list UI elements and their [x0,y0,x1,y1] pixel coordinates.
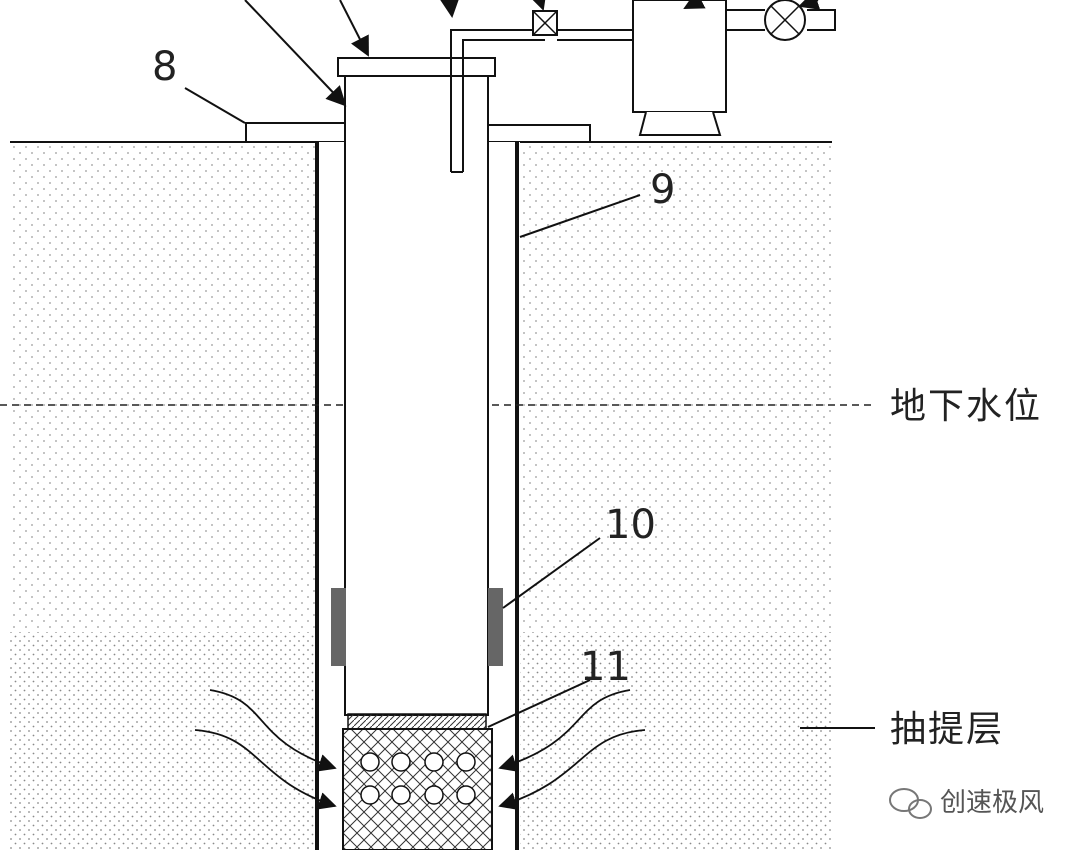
lower-soil-right [520,632,832,850]
watermark: 创速极风 [889,788,1044,819]
pump-tank [632,0,836,136]
leader-lines [184,0,875,729]
screen-perforations [360,752,476,805]
label-9: 9 [650,167,675,213]
inflow-arrows [194,689,646,810]
lower-soil-left [10,632,315,850]
label-10: 10 [605,502,656,548]
upper-soil-left [10,142,315,632]
extraction-layer-label: 抽提层 [890,709,1004,750]
filter-screen [342,713,493,850]
upper-soil-right [520,142,832,632]
groundwater-level-label: 地下水位 [890,386,1042,427]
packer-seal [331,588,503,666]
surface-pad [245,122,591,143]
label-11: 11 [580,644,631,690]
watermark-text: 创速极风 [940,788,1044,818]
soil-layers [10,142,832,850]
valve-icon [532,10,558,36]
extraction-pipe [450,29,635,173]
exhaust-valve-icon [764,0,806,41]
wechat-icon [889,788,932,819]
well-casing [337,57,496,716]
label-8: 8 [152,44,177,90]
